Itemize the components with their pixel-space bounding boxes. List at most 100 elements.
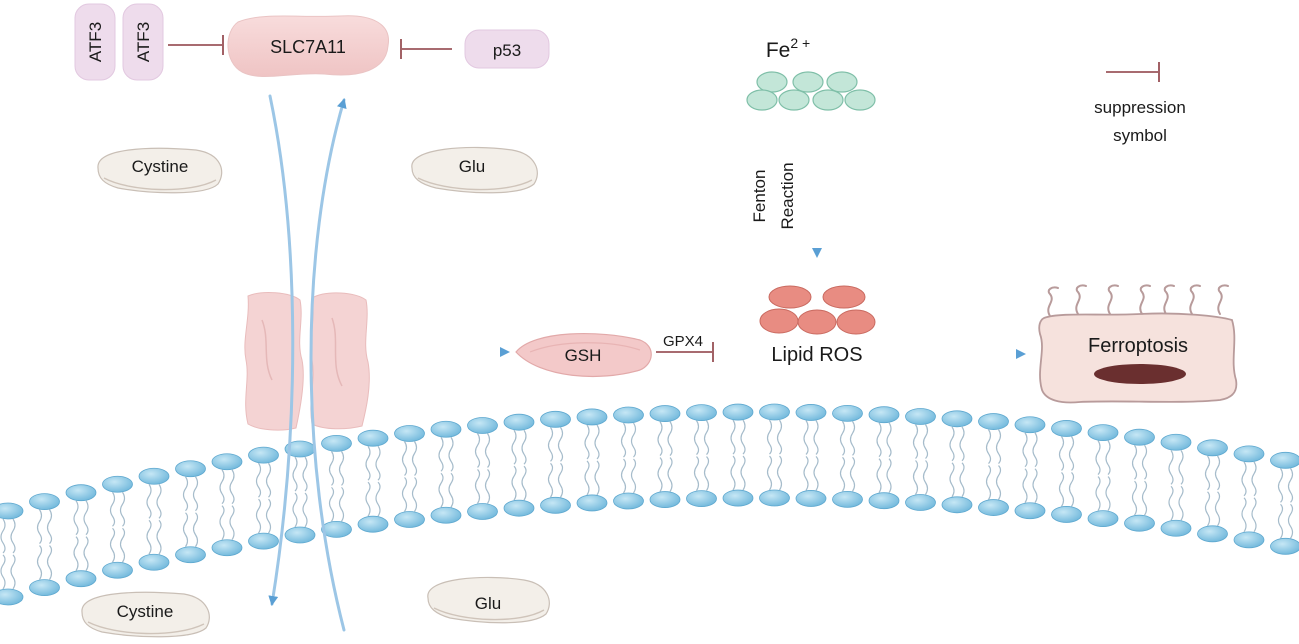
lipid-tail <box>156 519 162 555</box>
lipid-tail <box>1068 472 1075 507</box>
lipid-tail <box>839 456 846 492</box>
lipid-head <box>1051 420 1082 437</box>
lipid-tail <box>886 422 892 458</box>
lipid-tail <box>959 426 965 462</box>
atf3-label-a: ATF3 <box>86 22 105 62</box>
lipid-tail <box>0 554 6 590</box>
lipid-tail <box>521 465 527 501</box>
lipid-head <box>29 579 60 596</box>
lipid-tail <box>1105 476 1111 511</box>
lipid-tail <box>594 460 600 496</box>
lipid-tail <box>912 460 919 495</box>
lipid-tail <box>1105 440 1111 476</box>
lipid-tail <box>255 498 262 534</box>
lipid-tail <box>474 433 481 468</box>
lipid-head <box>1270 537 1299 555</box>
lipid-tail <box>192 476 199 512</box>
lipid-head <box>832 490 863 508</box>
lipid-tail <box>1032 432 1038 468</box>
lipid-tail <box>703 456 710 491</box>
lipid-tail <box>36 545 43 580</box>
lipid-head <box>248 446 279 464</box>
lipid-tail <box>620 422 627 458</box>
lipid-tail <box>849 421 856 456</box>
lipid-tail <box>521 429 527 465</box>
lipid-tail <box>219 469 225 505</box>
lipid-tail <box>109 491 116 527</box>
lipid-tail <box>1251 461 1257 497</box>
glu-bottom-label: Glu <box>475 594 501 613</box>
lipid-tail <box>730 455 736 491</box>
lipid-head <box>613 492 644 510</box>
lipid-ros-node: Lipid ROS <box>759 285 876 366</box>
lipid-tail <box>365 481 371 517</box>
lipid-tail <box>328 451 335 486</box>
lipid-tail <box>73 500 79 536</box>
lipid-tail <box>229 469 235 505</box>
lipid-head <box>175 460 206 478</box>
lipid-tail <box>740 419 746 455</box>
slc7a11-label: SLC7A11 <box>270 37 346 57</box>
lipid-head <box>0 502 24 520</box>
lipid-tail <box>1178 449 1184 485</box>
cystine-top-label: Cystine <box>132 157 189 176</box>
lipid-tail <box>1022 468 1028 504</box>
transport-arrows <box>268 94 347 632</box>
lipid-head <box>795 490 827 507</box>
lipid-head <box>503 413 535 431</box>
lipid-tail <box>1068 436 1075 471</box>
lipid-tail <box>803 420 809 455</box>
lipid-tail <box>338 486 345 522</box>
lipid-tail <box>1095 440 1101 476</box>
lipid-tail <box>584 460 590 496</box>
lipid-tail <box>657 457 663 492</box>
lipid-tail <box>1178 485 1184 521</box>
lipid-tail <box>776 455 783 491</box>
lipid-tail <box>401 477 408 512</box>
ferroptosis-nucleus <box>1094 364 1186 384</box>
lipid-tail <box>474 469 481 504</box>
lipid-head <box>576 494 608 512</box>
lipid-tail <box>766 419 773 455</box>
lipid-tail <box>46 509 53 545</box>
lipid-tail <box>594 424 600 460</box>
lipid-tail <box>292 456 298 492</box>
lipid-head <box>284 526 316 544</box>
lipid-head <box>138 467 170 485</box>
lipid-head <box>321 434 352 452</box>
lipid-head <box>941 410 973 428</box>
lipid-head <box>467 417 498 434</box>
lipid-tail <box>1095 476 1101 511</box>
lipid-tail <box>302 492 308 528</box>
lipid-tail <box>0 518 6 554</box>
lipid-tail <box>949 462 955 498</box>
lipid-tail <box>484 469 491 504</box>
lipid-tail <box>411 477 418 512</box>
lipid-tail <box>182 512 189 548</box>
p53-inhibits-slc7a11 <box>400 39 452 59</box>
lipid-head <box>613 406 644 424</box>
atf3-label-b: ATF3 <box>134 22 153 62</box>
fe-label: Fe2 + <box>766 35 810 62</box>
lipid-tail <box>667 421 673 457</box>
atf3-pill-a: ATF3 <box>74 3 116 81</box>
lipid-head <box>321 520 352 538</box>
lipid-tail <box>438 472 444 508</box>
lipid-head <box>467 503 498 520</box>
cystine-bottom-node: Cystine <box>81 591 210 638</box>
fenton-label-2: Reaction <box>778 162 797 229</box>
suppression-legend: suppression symbol <box>1094 62 1186 145</box>
lipid-tail <box>959 462 965 498</box>
lipid-head <box>722 489 754 507</box>
lipid-head <box>795 404 827 421</box>
lipid-tail <box>411 441 418 476</box>
lipid-tail <box>1058 436 1065 471</box>
lipid-head <box>1270 451 1299 469</box>
lipid-tail <box>1287 503 1294 539</box>
lipid-head <box>978 413 1009 430</box>
lipid-head <box>905 494 936 511</box>
lipid-tail <box>1277 467 1284 503</box>
lipid-tail <box>620 458 627 494</box>
glu-bottom-node: Glu <box>427 576 550 624</box>
lipid-tail <box>730 419 736 455</box>
